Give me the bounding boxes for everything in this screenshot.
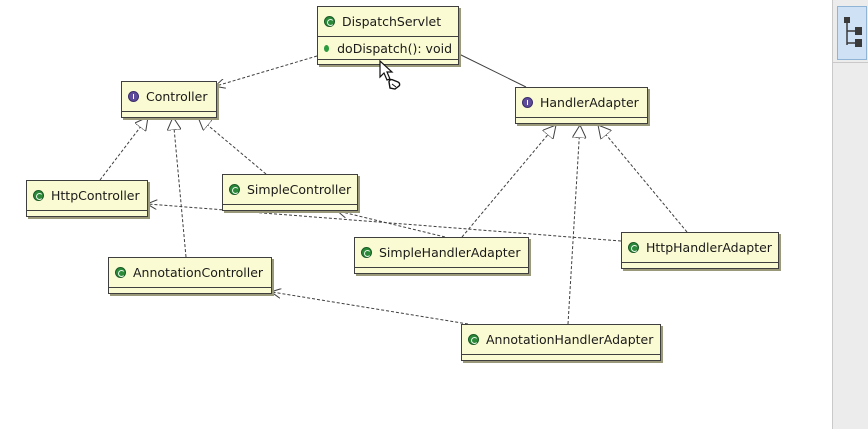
class-name: HttpController bbox=[51, 188, 140, 203]
dependency-edge-annotationHandlerAdapter-to-annotationController[interactable] bbox=[272, 292, 469, 325]
dispatch-servlet-class[interactable]: DispatchServlet doDispatch(): void bbox=[317, 6, 459, 65]
interface-name: Controller bbox=[146, 89, 208, 104]
aggregation-edge-dispatch-to-handlerAdapter[interactable] bbox=[459, 54, 527, 88]
class-footer bbox=[122, 111, 216, 117]
class-name: DispatchServlet bbox=[342, 14, 442, 29]
realization-edge-annotationController-to-controller[interactable] bbox=[173, 117, 187, 258]
simple-controller-class[interactable]: SimpleController bbox=[222, 174, 358, 211]
class-footer bbox=[462, 354, 660, 360]
diagram-canvas[interactable]: DispatchServlet doDispatch(): void Contr… bbox=[0, 0, 832, 429]
panel-divider bbox=[833, 62, 868, 63]
realization-edge-simpleHandlerAdapter-to-handlerAdapter[interactable] bbox=[461, 125, 556, 238]
class-icon bbox=[324, 16, 335, 27]
dependency-edge-httpHandlerAdapter-to-httpController[interactable] bbox=[148, 204, 622, 242]
class-footer bbox=[318, 59, 458, 64]
class-footer bbox=[516, 117, 647, 123]
class-name: SimpleController bbox=[247, 182, 352, 197]
outline-view-button[interactable] bbox=[837, 6, 867, 60]
outline-side-panel bbox=[832, 0, 868, 429]
class-name: HttpHandlerAdapter bbox=[646, 240, 772, 255]
class-icon bbox=[33, 190, 44, 201]
method-signature: doDispatch(): void bbox=[337, 40, 452, 56]
class-footer bbox=[355, 267, 528, 273]
class-footer bbox=[109, 287, 271, 293]
handler-adapter-interface[interactable]: HandlerAdapter bbox=[515, 87, 648, 124]
realization-edge-simpleController-to-controller[interactable] bbox=[198, 117, 267, 175]
http-handler-adapter-class[interactable]: HttpHandlerAdapter bbox=[621, 232, 779, 269]
realization-edge-annotationHandlerAdapter-to-handlerAdapter[interactable] bbox=[567, 125, 580, 325]
interface-name: HandlerAdapter bbox=[540, 95, 639, 110]
interface-icon bbox=[522, 97, 533, 108]
hand-pointer-cursor-icon bbox=[379, 60, 401, 90]
public-method-icon bbox=[324, 44, 330, 52]
class-icon bbox=[628, 242, 639, 253]
class-footer bbox=[27, 210, 147, 216]
class-icon bbox=[115, 267, 126, 278]
outline-view-icon bbox=[844, 17, 862, 47]
class-name: AnnotationHandlerAdapter bbox=[486, 332, 654, 347]
realization-edge-httpController-to-controller[interactable] bbox=[99, 117, 148, 181]
class-footer bbox=[223, 204, 357, 210]
dependency-edge-simpleHandlerAdapter-to-simpleController[interactable] bbox=[338, 211, 446, 238]
http-controller-class[interactable]: HttpController bbox=[26, 180, 148, 217]
annotation-handler-adapter-class[interactable]: AnnotationHandlerAdapter bbox=[461, 324, 661, 361]
realization-edge-httpHandlerAdapter-to-handlerAdapter[interactable] bbox=[598, 125, 688, 233]
method-row[interactable]: doDispatch(): void bbox=[318, 36, 458, 59]
class-icon bbox=[361, 247, 372, 258]
class-icon bbox=[468, 334, 479, 345]
interface-icon bbox=[128, 91, 139, 102]
class-name: AnnotationController bbox=[133, 265, 264, 280]
controller-interface[interactable]: Controller bbox=[121, 81, 217, 118]
annotation-controller-class[interactable]: AnnotationController bbox=[108, 257, 272, 294]
simple-handler-adapter-class[interactable]: SimpleHandlerAdapter bbox=[354, 237, 529, 274]
dependency-edge-dispatch-to-controller[interactable] bbox=[216, 55, 318, 86]
class-name: SimpleHandlerAdapter bbox=[379, 245, 521, 260]
class-footer bbox=[622, 262, 778, 268]
class-icon bbox=[229, 184, 240, 195]
